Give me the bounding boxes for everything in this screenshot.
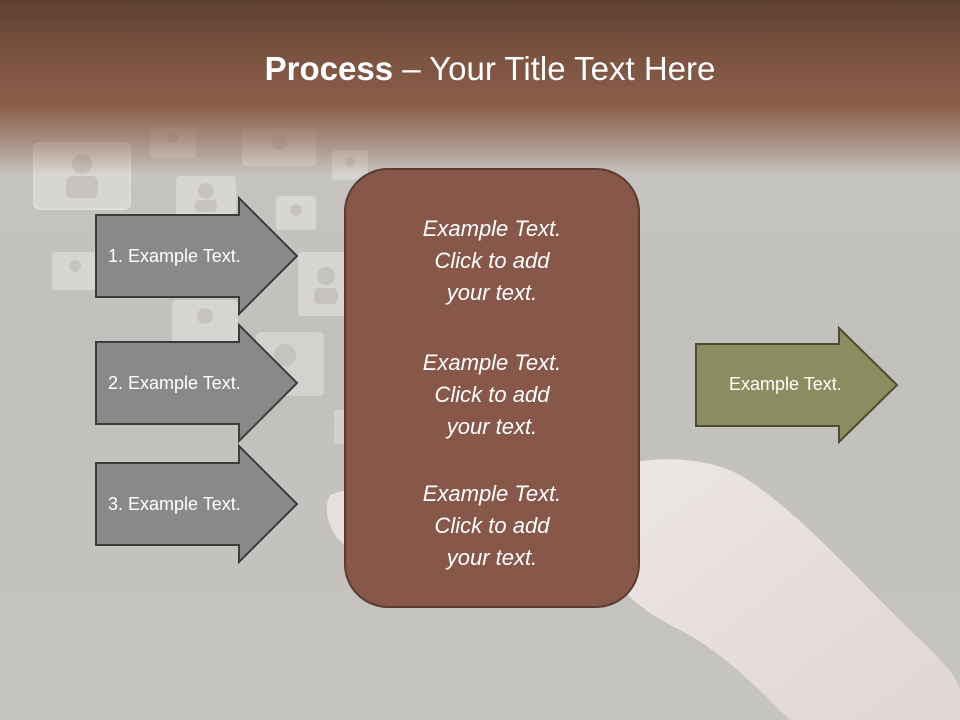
slide-title: Process – Your Title Text Here xyxy=(0,50,960,88)
center-text-line: your text. xyxy=(446,545,538,570)
center-text-line: Example Text. xyxy=(422,481,562,506)
header-band xyxy=(0,0,960,175)
center-text-line: Click to add xyxy=(434,382,550,407)
step-arrow-2[interactable] xyxy=(95,322,299,444)
step-arrow-3[interactable] xyxy=(95,443,299,565)
step-label-2: 2. Example Text. xyxy=(108,373,241,393)
center-text-block-2[interactable]: Example Text. Click to add your text. xyxy=(344,347,640,443)
person-tile-icon xyxy=(276,196,316,230)
hand-illustration xyxy=(600,459,960,720)
slide-title-rest: – Your Title Text Here xyxy=(393,50,716,87)
step-label-3: 3. Example Text. xyxy=(108,494,241,514)
slide-title-bold: Process xyxy=(264,50,394,87)
person-tile-icon xyxy=(298,252,348,316)
person-tile-icon xyxy=(52,252,98,290)
output-label: Example Text. xyxy=(729,374,842,394)
person-tile-icon xyxy=(176,176,236,216)
output-arrow[interactable] xyxy=(695,325,899,445)
center-text-block-1[interactable]: Example Text. Click to add your text. xyxy=(344,213,640,309)
center-text-line: your text. xyxy=(446,280,538,305)
center-text-line: Click to add xyxy=(434,248,550,273)
center-text-line: Click to add xyxy=(434,513,550,538)
center-process-box[interactable] xyxy=(344,168,640,608)
person-tile-icon xyxy=(172,300,238,344)
step-label-1: 1. Example Text. xyxy=(108,246,241,266)
center-text-line: your text. xyxy=(446,414,538,439)
center-text-block-3[interactable]: Example Text. Click to add your text. xyxy=(344,478,640,574)
center-text-line: Example Text. xyxy=(422,350,562,375)
center-text-line: Example Text. xyxy=(422,216,562,241)
step-arrow-1[interactable] xyxy=(95,195,299,317)
